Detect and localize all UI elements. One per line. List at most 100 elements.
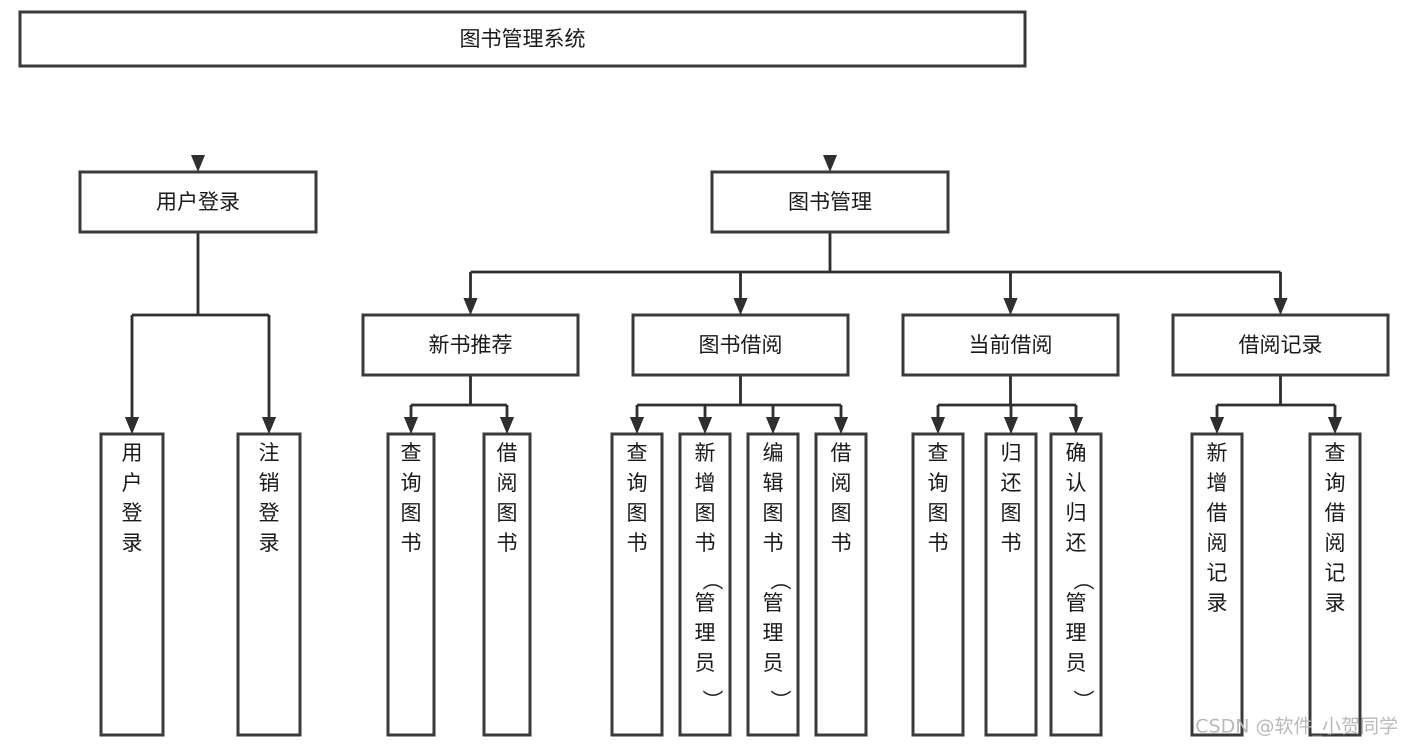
node-label-char: 理 <box>695 621 716 645</box>
node-label-char: 图 <box>497 501 518 525</box>
node-label-char: 阅 <box>1325 531 1346 555</box>
node-label-char: 管 <box>695 591 716 615</box>
connector-layer <box>125 66 1342 434</box>
watermark-label: CSDN @软件_小贺同学 <box>1195 716 1398 738</box>
node-label-char: 询 <box>928 471 949 495</box>
node-label-char: 查 <box>627 441 648 465</box>
connector-arrowhead <box>125 417 139 434</box>
connector-arrowhead <box>931 417 945 434</box>
node-box-bb-edit-book <box>746 432 800 737</box>
node-label-char: 增 <box>1207 471 1228 495</box>
node-book-manage[interactable]: 图书管理 <box>710 170 950 234</box>
connector-arrowhead <box>191 155 205 172</box>
node-label-char: 登 <box>122 501 143 525</box>
connector-arrowhead <box>463 298 478 315</box>
node-label-char: 书 <box>1001 531 1022 555</box>
node-label-char: 书 <box>831 531 852 555</box>
node-label-char: 查 <box>401 441 422 465</box>
node-box-borrow-record <box>1171 313 1390 377</box>
node-label-char: 理 <box>1066 621 1087 645</box>
node-new-book-rec[interactable]: 新书推荐 <box>361 313 580 377</box>
node-label-char: 员 <box>763 651 784 675</box>
node-label-char: 书 <box>497 531 518 555</box>
node-label-char: ） <box>768 690 792 711</box>
node-label-char: 员 <box>695 651 716 675</box>
node-label-char: 图 <box>1001 501 1022 525</box>
node-box-cb-return-book <box>984 432 1038 737</box>
connector-arrowhead <box>1069 417 1083 434</box>
node-label-char: 管 <box>763 591 784 615</box>
node-label-borrow-record: 借阅记录 <box>1239 333 1323 357</box>
node-box-bb-add-book <box>678 432 732 737</box>
node-label-char: 图 <box>763 501 784 525</box>
node-label-char: （ <box>768 570 792 591</box>
node-label-char: 录 <box>259 531 280 555</box>
connector-arrowhead <box>1210 417 1224 434</box>
node-label-root: 图书管理系统 <box>460 27 586 51</box>
node-user-login[interactable]: 用户登录 <box>78 170 318 234</box>
node-root[interactable]: 图书管理系统 <box>18 10 1027 68</box>
node-label-new-book-rec: 新书推荐 <box>429 333 513 357</box>
node-label-char: 借 <box>1207 501 1228 525</box>
node-layer: 图书管理系统用户登录用户登录注销登录图书管理新书推荐查询图书借阅图书图书借阅查询… <box>18 10 1390 737</box>
connector-arrowhead <box>1273 298 1288 315</box>
node-label-char: 用 <box>122 441 143 465</box>
node-label-char: 还 <box>1066 531 1087 555</box>
connector-arrowhead <box>698 417 712 434</box>
node-label-char: 录 <box>1207 591 1228 615</box>
node-label-char: 认 <box>1066 471 1087 495</box>
node-label-char: 录 <box>1325 591 1346 615</box>
node-label-char: 增 <box>695 471 716 495</box>
node-label-char: 查 <box>1325 441 1346 465</box>
node-label-char: （ <box>1071 570 1095 591</box>
node-label-char: 阅 <box>1207 531 1228 555</box>
node-box-nbr-query-book <box>386 432 436 737</box>
node-box-current-borrow <box>901 313 1120 377</box>
node-borrow-record[interactable]: 借阅记录 <box>1171 313 1390 377</box>
node-label-char: 借 <box>831 441 852 465</box>
connector-arrowhead <box>834 417 848 434</box>
node-label-char: 管 <box>1066 591 1087 615</box>
node-label-book-manage: 图书管理 <box>788 190 872 214</box>
node-label-char: 查 <box>928 441 949 465</box>
node-box-nbr-borrow-book <box>482 432 532 737</box>
node-box-bb-borrow-book <box>814 432 868 737</box>
node-label-char: 归 <box>1001 441 1022 465</box>
node-label-char: 书 <box>763 531 784 555</box>
node-label-char: 新 <box>695 441 716 465</box>
node-label-char: 阅 <box>831 471 852 495</box>
node-label-char: 图 <box>928 501 949 525</box>
connector-arrowhead <box>1328 417 1342 434</box>
node-label-char: ） <box>700 690 724 711</box>
node-label-char: 询 <box>627 471 648 495</box>
node-box-user-login <box>78 170 318 234</box>
node-user-login-do[interactable]: 用户登录 <box>99 432 165 737</box>
node-label-book-borrow: 图书借阅 <box>699 333 783 357</box>
node-label-char: 书 <box>627 531 648 555</box>
node-box-book-manage <box>710 170 950 234</box>
node-label-char: 理 <box>763 621 784 645</box>
node-box-user-logout <box>236 432 302 737</box>
node-label-char: 借 <box>1325 501 1346 525</box>
node-label-char: 还 <box>1001 471 1022 495</box>
node-label-char: 询 <box>1325 471 1346 495</box>
node-box-new-book-rec <box>361 313 580 377</box>
node-current-borrow[interactable]: 当前借阅 <box>901 313 1120 377</box>
connector-arrowhead <box>500 417 514 434</box>
node-label-char: 图 <box>831 501 852 525</box>
node-book-borrow[interactable]: 图书借阅 <box>631 313 850 377</box>
node-box-bb-query-book <box>610 432 664 737</box>
